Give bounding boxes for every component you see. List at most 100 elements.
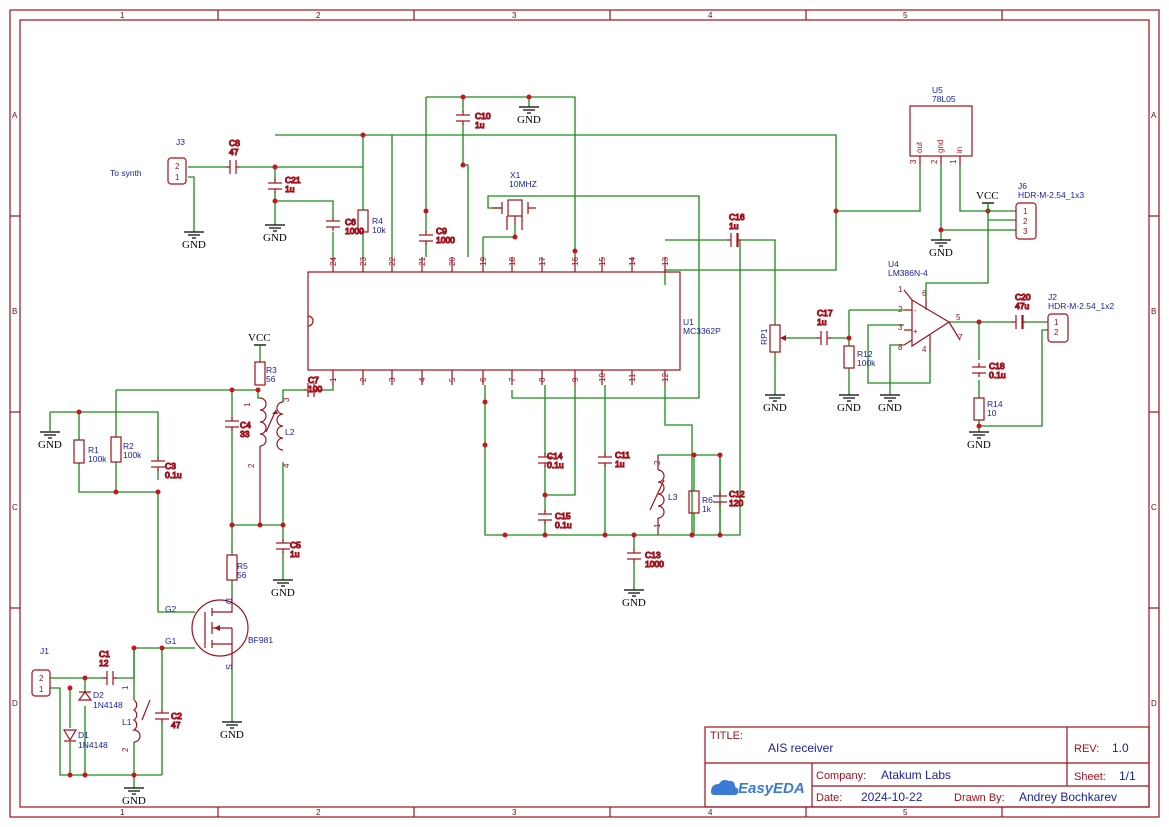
c20-value: 47u	[1015, 301, 1029, 311]
u1-pin-top: 22	[388, 257, 397, 266]
u1-ref: U1	[683, 317, 694, 327]
r4-ref: R4	[372, 216, 383, 226]
u4-pin: 3	[898, 323, 903, 332]
c7-value: 100	[308, 384, 322, 394]
c1-ref: C1	[99, 649, 110, 659]
row-label-right: C	[1151, 503, 1157, 512]
c5-ref: C5	[290, 540, 301, 550]
ground-icon: GND	[122, 787, 146, 807]
l2-pin: 3	[282, 397, 291, 402]
u1-pin-bottom: 7	[508, 377, 517, 382]
ground-icon: GND	[967, 431, 991, 451]
rev-value: 1.0	[1112, 741, 1129, 755]
l2-pin: 4	[282, 463, 291, 468]
ground-label: GND	[622, 597, 646, 609]
l1-inductor: L1 1 2	[121, 685, 151, 752]
junctions	[67, 94, 991, 778]
u5-pin-gnd: gnd	[936, 140, 945, 153]
r2-ref: R2	[123, 441, 134, 451]
title-value: AIS receiver	[768, 741, 833, 755]
j1-pin: 2	[39, 674, 44, 683]
r14-ref: R14	[987, 399, 1003, 409]
l2-transformer: L2 1 2 3 4	[243, 397, 295, 525]
l3-ref: L3	[668, 492, 678, 502]
u1-pin-bottom: 12	[661, 373, 670, 382]
u1-ic: U1 MC3362P 24123222321420519618717816915…	[307, 257, 721, 385]
ground-icon: GND	[763, 394, 787, 414]
ground-label: GND	[38, 439, 62, 451]
c17-value: 1u	[817, 317, 827, 327]
ground-label: GND	[837, 402, 861, 414]
j6-header: 1 2 3 J6 HDR-M-2.54_1x3	[1015, 181, 1084, 240]
j2-ref: J2	[1048, 292, 1057, 302]
col-label-top: 5	[903, 11, 908, 20]
c3-value: 0.1u	[165, 470, 182, 480]
ground-label: GND	[182, 239, 206, 251]
u4-plus: +	[913, 327, 918, 336]
d1-diode: D1 1N4148	[62, 729, 108, 750]
easyeda-logo-text: EasyEDA	[738, 780, 805, 797]
sheet-value: 1/1	[1119, 769, 1136, 783]
x1-crystal: X1 10MHZ	[492, 170, 537, 230]
x1-ref: X1	[510, 170, 521, 180]
l1-ref: L1	[122, 717, 132, 727]
u4-ref: U4	[888, 259, 899, 269]
r4-value: 10k	[372, 225, 386, 235]
rp1-potentiometer: RP1	[759, 324, 786, 353]
to-synth-label: To synth	[110, 168, 142, 178]
wires	[50, 96, 1048, 788]
u5-ref: U5	[932, 85, 943, 95]
j2-header: 1 2 J2 HDR-M-2.54_1x2	[1047, 292, 1114, 343]
c3-ref: C3	[165, 461, 176, 471]
rp1-ref: RP1	[759, 328, 769, 345]
u1-pin-top: 23	[359, 257, 368, 266]
ground-icon: GND	[271, 579, 295, 599]
r12-value: 100k	[857, 358, 876, 368]
company-value: Atakum Labs	[881, 768, 951, 782]
u5-pin-num: 3	[909, 159, 918, 164]
ground-icon: GND	[38, 431, 62, 451]
c14-value: 0.1u	[547, 460, 564, 470]
c10-ref: C10	[475, 111, 491, 121]
u1-value: MC3362P	[683, 326, 721, 336]
u4-amplifier: U4 LM386N-4 1 2 3 8 6 4 5 7 - +	[888, 259, 963, 354]
r2-value: 100k	[123, 450, 142, 460]
c3-capacitor: C30.1u	[151, 457, 182, 481]
sheet-label: Sheet:	[1074, 771, 1106, 783]
u1-pin-top: 20	[448, 257, 457, 266]
ground-icon: GND	[622, 589, 646, 609]
c16-ref: C16	[729, 212, 745, 222]
u5-pin-in: in	[955, 147, 964, 153]
ground-label: GND	[271, 587, 295, 599]
u5-pin-num: 2	[930, 159, 939, 164]
j1-ref: J1	[40, 646, 49, 656]
l3-pin: 2	[653, 460, 662, 465]
u1-pin-top: 14	[628, 257, 637, 266]
j6-value: HDR-M-2.54_1x3	[1018, 190, 1084, 200]
j6-pin: 3	[1023, 227, 1028, 236]
vcc-icon: VCC	[248, 332, 271, 357]
mosfet-pin-g2: G2	[165, 604, 177, 614]
u1-pin-top: 17	[538, 257, 547, 266]
j6-ref: J6	[1018, 181, 1027, 191]
r6-ref: R6	[702, 495, 713, 505]
u1-pin-top: 19	[479, 257, 488, 266]
ground-label: GND	[929, 247, 953, 259]
r1-ref: R1	[88, 445, 99, 455]
rev-label: REV:	[1074, 743, 1099, 755]
mosfet-pin-g1: G1	[165, 636, 177, 646]
